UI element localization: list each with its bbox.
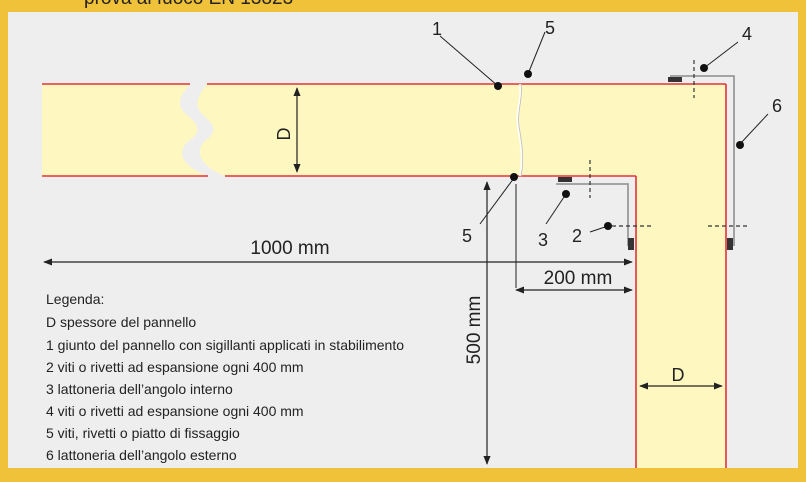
callout-dot-6	[736, 141, 744, 149]
callout-4: 4	[742, 24, 752, 44]
panel-joint	[516, 83, 523, 177]
callout-2: 2	[572, 226, 582, 246]
dimension-1000-label: 1000 mm	[250, 238, 329, 259]
dimension-500-label: 500 mm	[464, 296, 485, 365]
header-title: prova al fuoco EN 13823	[84, 0, 293, 10]
outer-side-fastener-pad	[727, 238, 733, 250]
callout-dot-5-top	[524, 70, 532, 78]
callout-1: 1	[432, 19, 442, 39]
inner-top-fastener-pad	[558, 177, 572, 182]
outer-top-fastener-pad	[668, 77, 682, 82]
inner-corner-flashing	[556, 183, 629, 246]
callout-dot-2	[604, 222, 612, 230]
dimension-200-label: 200 mm	[544, 268, 613, 289]
thickness-label-h: D	[274, 128, 294, 141]
callout-dot-1	[494, 82, 502, 90]
callout-6: 6	[772, 96, 782, 116]
fastener-lines	[589, 60, 748, 227]
callout-3: 3	[538, 230, 548, 250]
legend-item: 2 viti o rivetti ad espansione ogni 400 …	[46, 359, 304, 375]
legend-item: 6 lattoneria dell’angolo esterno	[46, 447, 237, 463]
callout-dot-5-bottom	[510, 173, 518, 181]
outer-corner-flashing	[670, 75, 735, 246]
callout-dot-3	[562, 190, 570, 198]
callout-5-top: 5	[545, 18, 555, 38]
legend-item: D spessore del pannello	[46, 314, 196, 330]
callout-dot-4	[700, 64, 708, 72]
thickness-label-v: D	[672, 365, 685, 385]
legend: Legenda: D spessore del pannello 1 giunt…	[46, 291, 404, 463]
legend-item: 4 viti o rivetti ad espansione ogni 400 …	[46, 403, 304, 419]
horizontal-panel-left	[42, 84, 208, 176]
legend-item: 1 giunto del pannello con sigillanti app…	[46, 337, 404, 353]
legend-title: Legenda:	[46, 291, 104, 307]
legend-item: 3 lattoneria dell’angolo interno	[46, 381, 233, 397]
vertical-panel	[636, 176, 726, 468]
legend-item: 5 viti, rivetti o piatto di fissaggio	[46, 425, 240, 441]
horizontal-panel-right	[197, 84, 726, 176]
callout-5-bottom: 5	[462, 226, 472, 246]
inner-side-fastener-pad	[628, 238, 634, 250]
